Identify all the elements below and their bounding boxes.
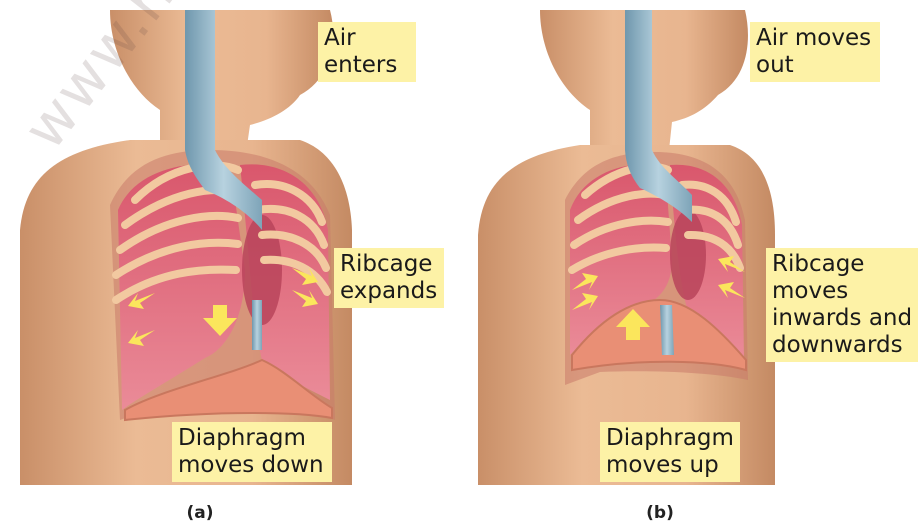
panel-a-air-label: Air enters: [318, 22, 416, 82]
panel-b-diaphragm-label: Diaphragm moves up: [600, 422, 740, 482]
panel-b-bronchus: [660, 305, 674, 355]
panel-b-ribcage-label: Ribcage moves inwards and downwards: [766, 248, 918, 362]
panel-a-ribcage-label: Ribcage expands: [334, 248, 444, 308]
panel-b-heart: [670, 210, 706, 300]
panel-a-bronchus: [252, 300, 262, 350]
panel-a-caption: (a): [170, 503, 230, 523]
panel-b-figure: [478, 10, 775, 485]
panel-a-diaphragm-label: Diaphragm moves down: [172, 422, 332, 482]
panel-b-caption: (b): [630, 503, 690, 523]
panel-b-air-label: Air moves out: [750, 22, 880, 82]
